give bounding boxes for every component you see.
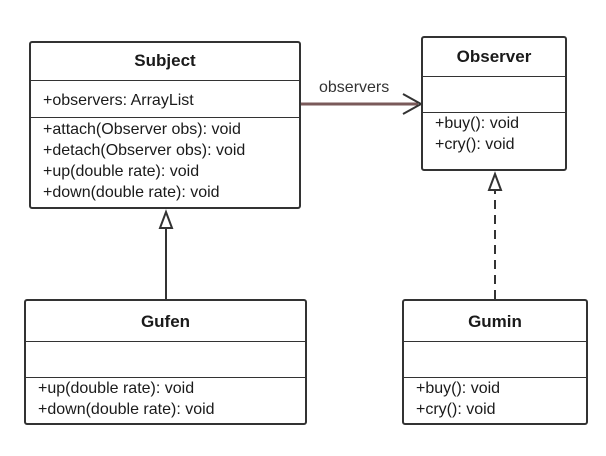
class-name: Gufen [140,312,191,331]
method: +up(double rate): void [43,163,200,180]
method: +down(double rate): void [43,184,220,201]
class-gumin: Gumin +buy(): void +cry(): void [402,299,588,425]
realization-arrowhead [487,171,503,191]
method: +down(double rate): void [38,401,215,418]
method: +cry(): void [435,136,515,153]
method: +detach(Observer obs): void [43,142,246,159]
method: +attach(Observer obs): void [43,121,241,138]
attribute: +observers: ArrayList [43,92,194,109]
methods-section: +buy(): void +cry(): void [404,377,586,420]
methods-section: +up(double rate): void +down(double rate… [26,377,305,420]
class-name: Subject [134,51,196,70]
class-name: Observer [456,47,532,66]
method: +cry(): void [416,401,496,418]
method: +up(double rate): void [38,380,195,397]
association-label: observers [319,79,390,96]
class-name: Gumin [468,312,522,331]
method: +buy(): void [416,380,501,397]
methods-section: +buy(): void +cry(): void [423,112,565,155]
attributes-section [26,341,305,377]
attributes-section: +observers: ArrayList [31,80,299,117]
class-observer: Observer +buy(): void +cry(): void [421,36,567,171]
generalization-arrowhead [158,209,174,229]
class-gufen: Gufen +up(double rate): void +down(doubl… [24,299,307,425]
class-subject: Subject +observers: ArrayList +attach(Ob… [29,41,301,209]
method: +buy(): void [435,115,520,132]
attributes-section [404,341,586,377]
attributes-section [423,76,565,112]
methods-section: +attach(Observer obs): void +detach(Obse… [31,117,299,203]
